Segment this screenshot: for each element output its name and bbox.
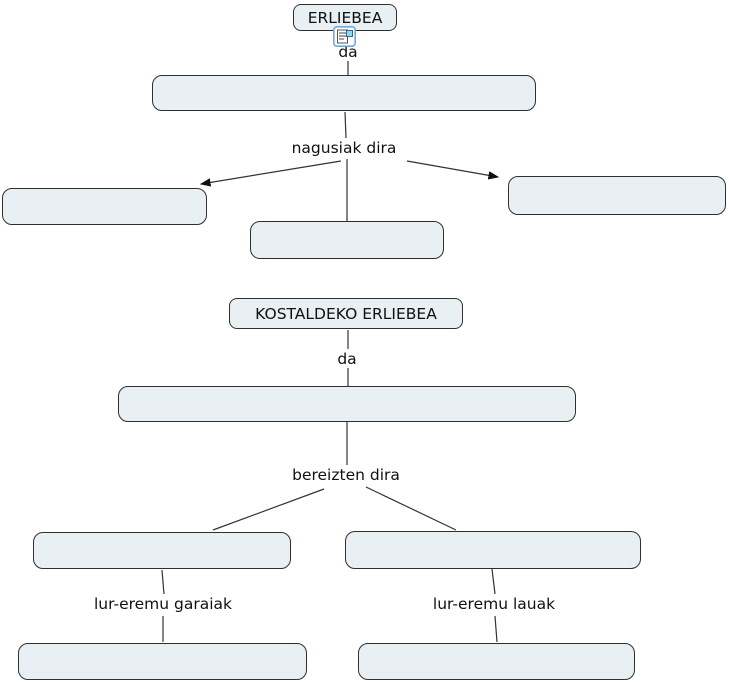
resource-icon[interactable] — [333, 26, 356, 47]
answer-box-garaiak-examples[interactable] — [18, 643, 307, 680]
answer-box-erliebea-definition[interactable] — [152, 75, 536, 111]
concept-erliebea-label: ERLIEBEA — [307, 8, 383, 27]
link-label-da-2: da — [337, 350, 357, 368]
link-label-da-1: da — [338, 43, 358, 61]
concept-kostaldeko-erliebea-label: KOSTALDEKO ERLIEBEA — [255, 304, 437, 323]
answer-box-erliebea-right[interactable] — [508, 176, 726, 215]
link-label-bereizten-dira: bereizten dira — [292, 466, 400, 484]
answer-box-lauak-examples[interactable] — [358, 643, 635, 680]
concept-kostaldeko-erliebea[interactable]: KOSTALDEKO ERLIEBEA — [229, 298, 463, 329]
concept-erliebea[interactable]: ERLIEBEA — [293, 4, 397, 31]
link-label-lur-eremu-lauak: lur-eremu lauak — [432, 595, 556, 613]
link-label-nagusiak-dira: nagusiak dira — [291, 139, 397, 157]
link-label-lur-eremu-garaiak: lur-eremu garaiak — [93, 595, 233, 613]
answer-box-erliebea-left[interactable] — [2, 188, 207, 225]
answer-box-high-terrain[interactable] — [33, 532, 291, 569]
answer-box-erliebea-middle[interactable] — [250, 221, 444, 259]
answer-box-low-terrain[interactable] — [345, 531, 641, 569]
answer-box-kostaldeko-definition[interactable] — [118, 386, 576, 422]
